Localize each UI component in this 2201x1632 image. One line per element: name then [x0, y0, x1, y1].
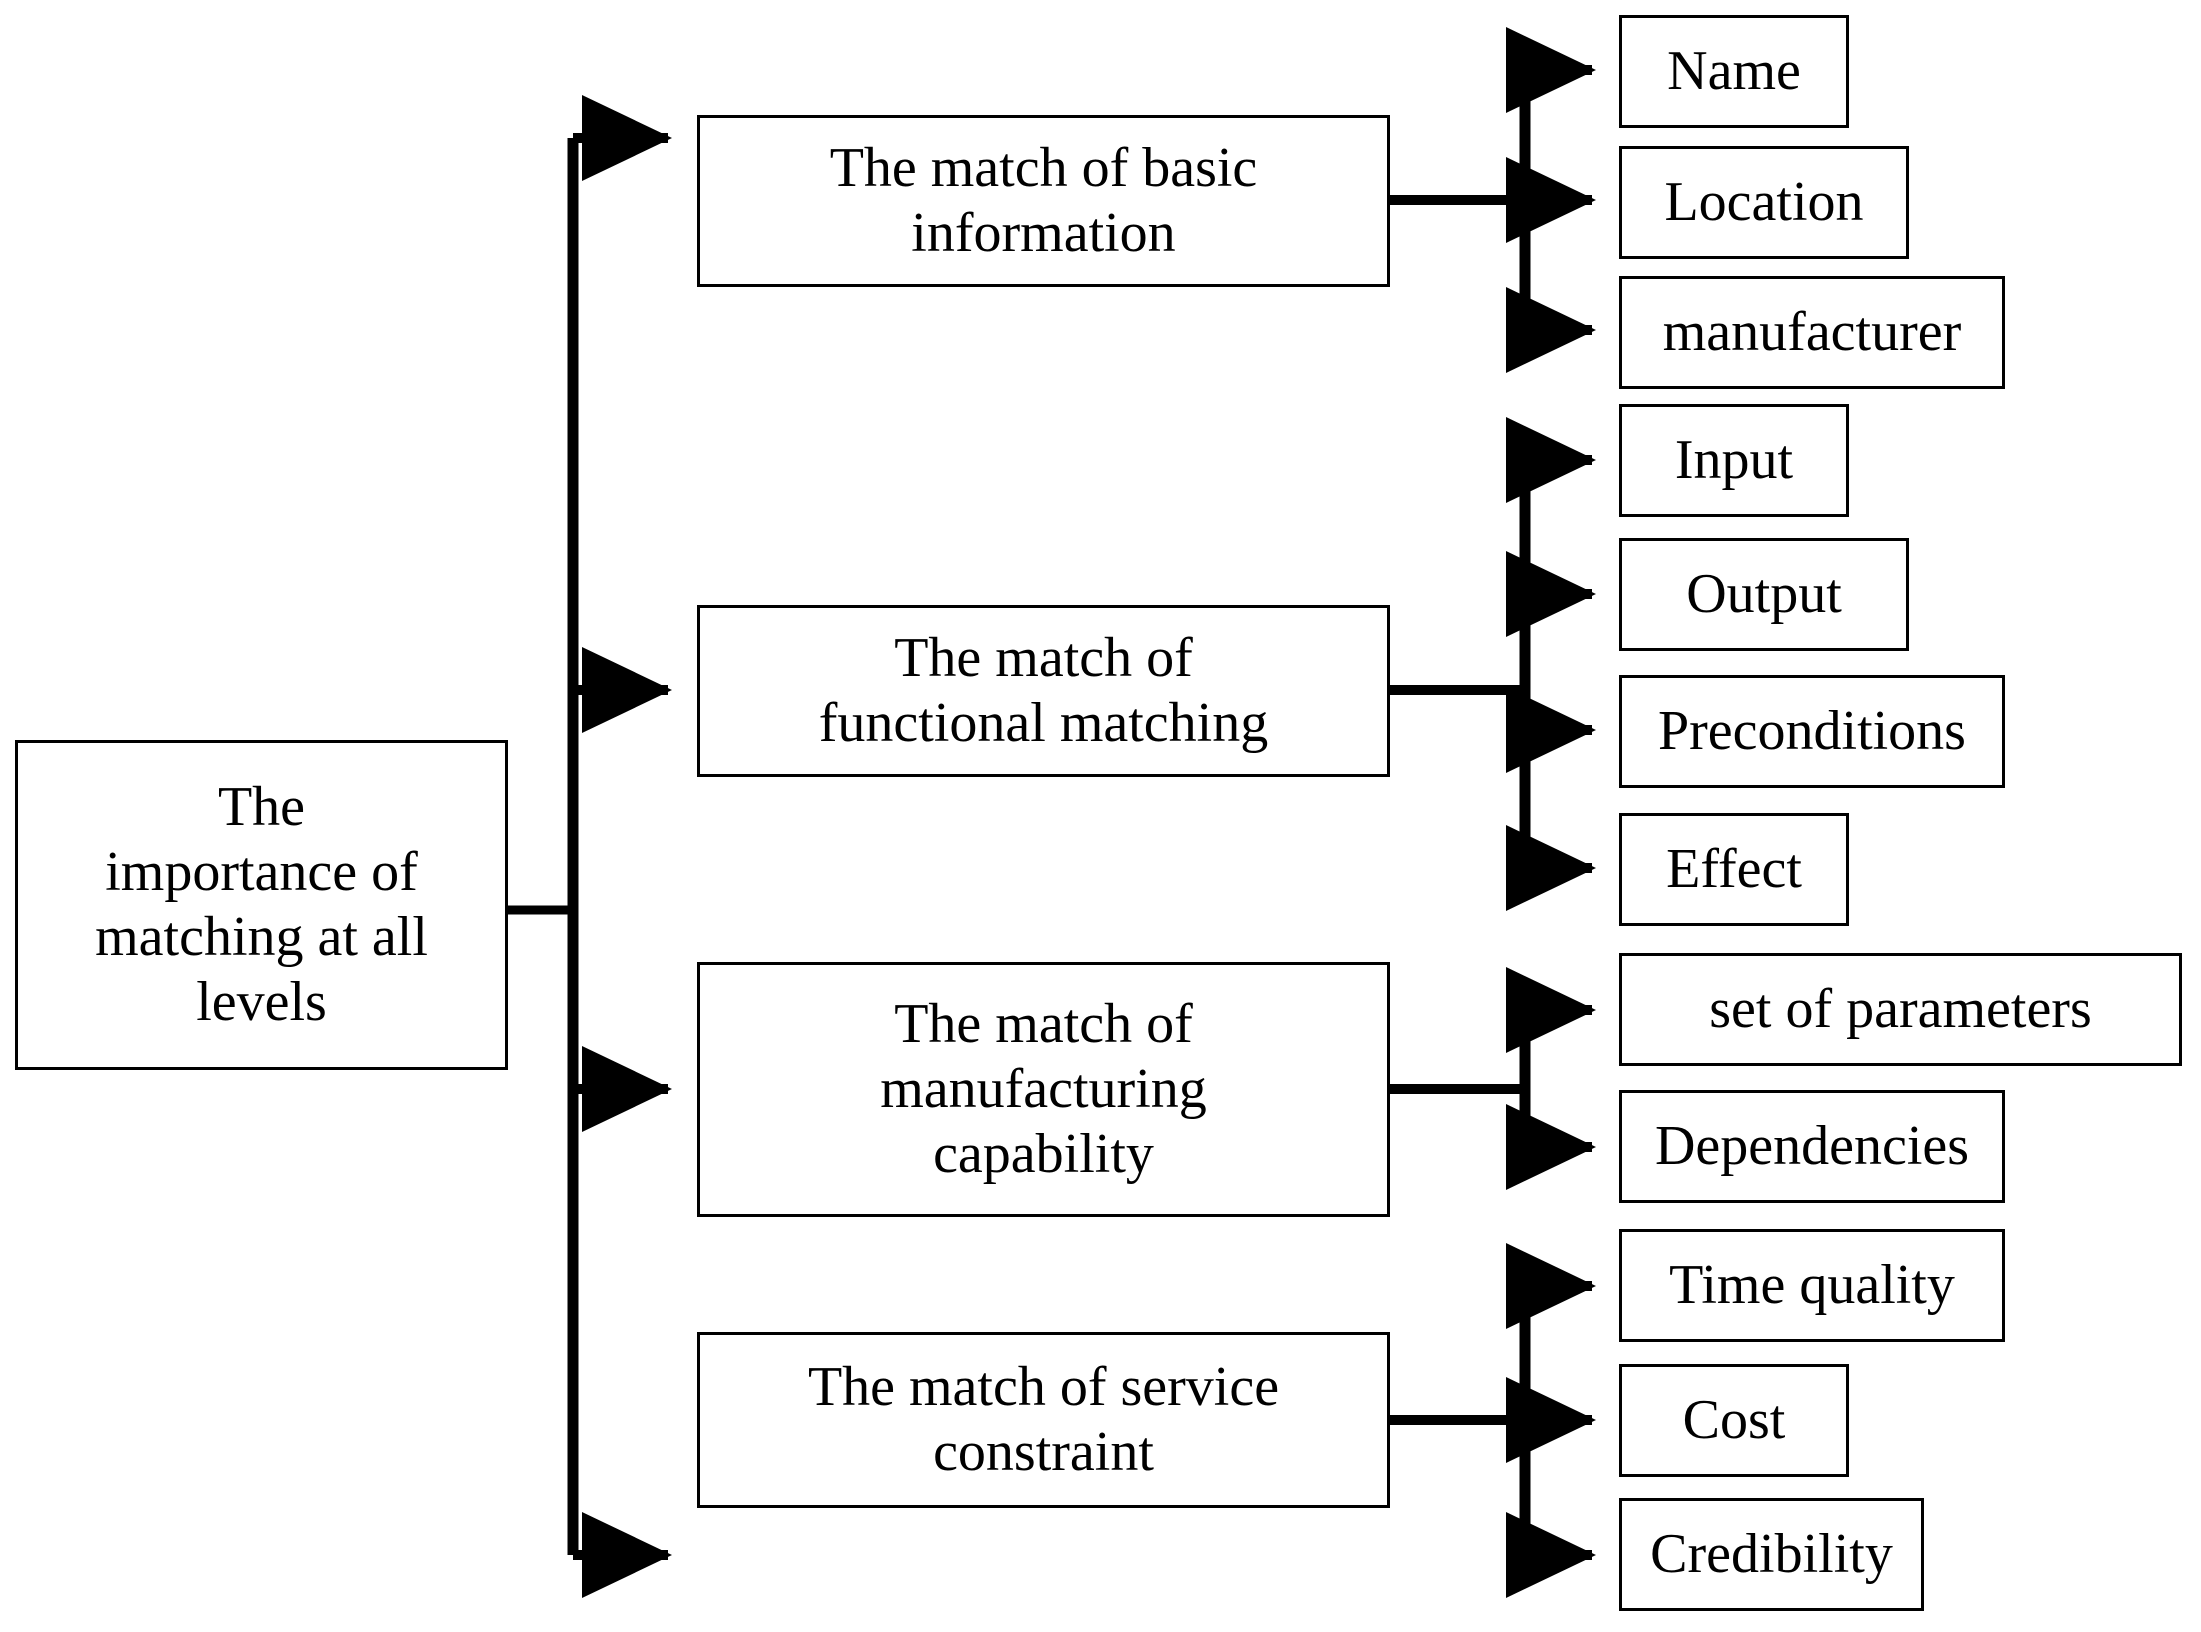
- branch-node-service-constraint-label: The match of service constraint: [807, 1356, 1280, 1483]
- leaf-node-name-label: Name: [1667, 40, 1801, 103]
- group-1-connectors: [1390, 27, 1596, 373]
- leaf-node-input[interactable]: Input: [1619, 404, 1849, 517]
- leaf-node-set-of-parameters-label: set of parameters: [1709, 978, 2092, 1041]
- leaf-node-preconditions[interactable]: Preconditions: [1619, 675, 2005, 788]
- branch-node-service-constraint[interactable]: The match of service constraint: [697, 1332, 1390, 1508]
- trunk-to-branch-arrows: [573, 95, 672, 1598]
- branch-node-manufacturing-capability[interactable]: The match of manufacturing capability: [697, 962, 1390, 1217]
- leaf-node-credibility[interactable]: Credibility: [1619, 1498, 1924, 1611]
- branch-node-basic-information-label: The match of basic information: [829, 137, 1258, 264]
- root-connector: [508, 138, 579, 1555]
- leaf-node-manufacturer[interactable]: manufacturer: [1619, 276, 2005, 389]
- leaf-node-time-quality-label: Time quality: [1669, 1254, 1955, 1317]
- leaf-node-output-label: Output: [1686, 563, 1842, 626]
- leaf-node-input-label: Input: [1674, 429, 1794, 492]
- root-node[interactable]: The importance of matching at all levels: [15, 740, 508, 1070]
- group-4-connectors: [1390, 1243, 1596, 1598]
- leaf-node-effect-label: Effect: [1666, 838, 1802, 901]
- leaf-node-dependencies[interactable]: Dependencies: [1619, 1090, 2005, 1203]
- leaf-node-cost[interactable]: Cost: [1619, 1364, 1849, 1477]
- leaf-node-location[interactable]: Location: [1619, 146, 1909, 259]
- leaf-node-set-of-parameters[interactable]: set of parameters: [1619, 953, 2182, 1066]
- leaf-node-credibility-label: Credibility: [1650, 1523, 1893, 1586]
- leaf-node-output[interactable]: Output: [1619, 538, 1909, 651]
- leaf-node-preconditions-label: Preconditions: [1658, 700, 1966, 763]
- branch-node-functional-matching-label: The match of functional matching: [818, 627, 1269, 754]
- branch-node-functional-matching[interactable]: The match of functional matching: [697, 605, 1390, 777]
- group-2-connectors: [1390, 417, 1596, 911]
- leaf-node-cost-label: Cost: [1682, 1389, 1786, 1452]
- branch-node-manufacturing-capability-label: The match of manufacturing capability: [880, 993, 1207, 1185]
- leaf-node-dependencies-label: Dependencies: [1654, 1115, 1970, 1178]
- group-3-connectors: [1390, 967, 1596, 1190]
- leaf-node-time-quality[interactable]: Time quality: [1619, 1229, 2005, 1342]
- leaf-node-location-label: Location: [1664, 171, 1864, 234]
- leaf-node-effect[interactable]: Effect: [1619, 813, 1849, 926]
- leaf-node-manufacturer-label: manufacturer: [1662, 301, 1962, 364]
- root-node-label: The importance of matching at all levels: [95, 776, 428, 1033]
- leaf-node-name[interactable]: Name: [1619, 15, 1849, 128]
- branch-node-basic-information[interactable]: The match of basic information: [697, 115, 1390, 287]
